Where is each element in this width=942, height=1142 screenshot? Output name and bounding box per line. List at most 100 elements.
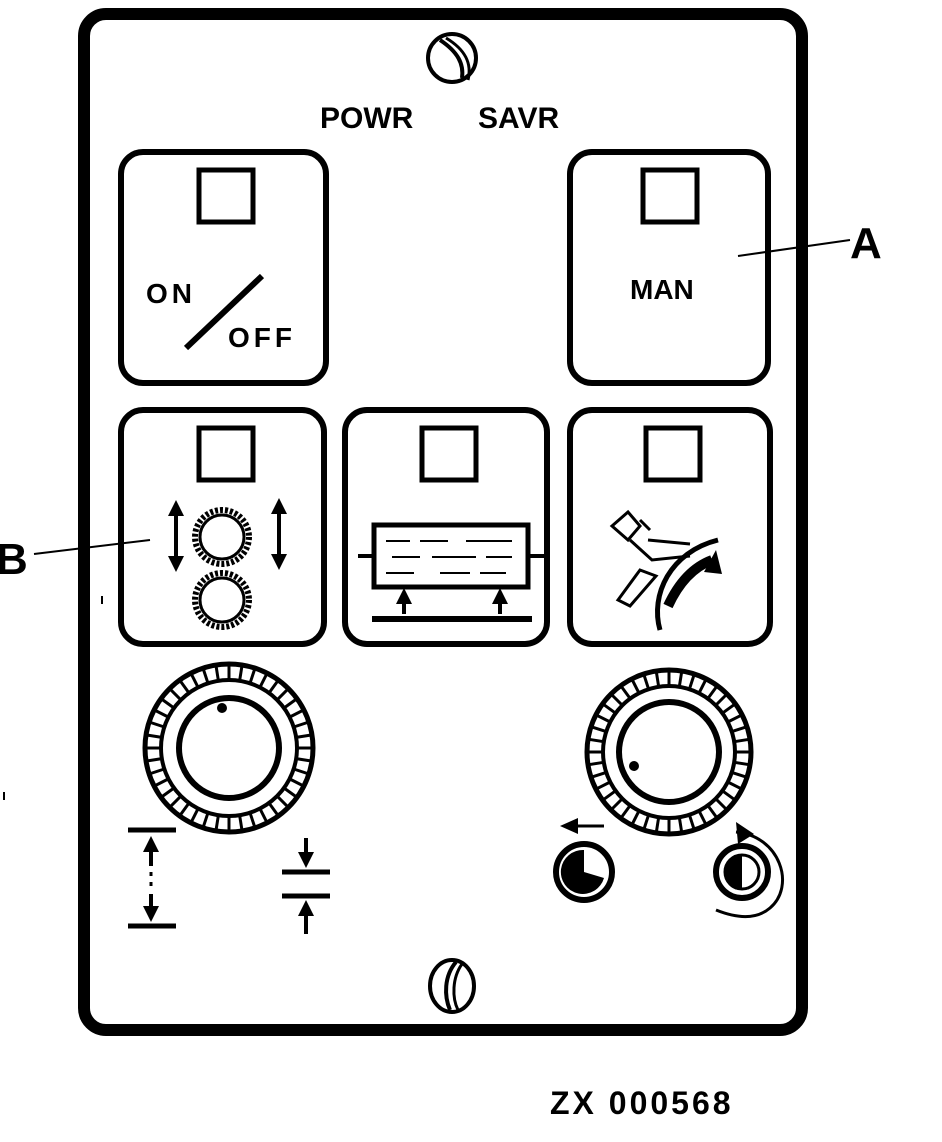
knurl-tick <box>590 725 607 734</box>
knurl-tick <box>731 725 748 734</box>
knurl-tick <box>168 795 182 809</box>
knurl-tick <box>288 777 305 788</box>
knurl-tick <box>276 687 290 701</box>
platen-lift-button[interactable] <box>342 407 550 647</box>
knurl-tick <box>145 733 163 739</box>
knurl-tick <box>721 789 737 802</box>
knurl-tick <box>148 767 165 776</box>
man-button[interactable]: MAN <box>567 149 771 386</box>
knurl-tick <box>697 678 708 694</box>
knurl-tick <box>727 780 743 791</box>
knob-indicator-dot <box>217 703 227 713</box>
knurl-tick <box>295 733 313 739</box>
knurl-tick <box>189 807 200 824</box>
knurl-tick <box>609 692 624 707</box>
figure-reference-number: ZX 000568 <box>550 1085 734 1121</box>
on-off-button[interactable]: ON OFF <box>118 149 329 386</box>
knurl-tick <box>189 672 200 689</box>
panel-frame <box>78 8 808 1036</box>
knurl-tick <box>687 814 696 831</box>
knurl-tick <box>677 670 684 688</box>
knurl-tick <box>731 770 748 779</box>
knurl-tick <box>677 816 684 834</box>
man-label: MAN <box>630 274 694 305</box>
knurl-tick <box>288 708 305 719</box>
knurl-tick <box>153 777 170 788</box>
knurl-tick <box>654 816 661 834</box>
callout-b-leader <box>33 539 151 555</box>
gap-narrow-icon <box>282 838 330 934</box>
on-off-indicator-lamp <box>196 167 256 225</box>
knurl-tick <box>714 797 729 812</box>
callout-a-label: A <box>850 219 882 268</box>
knurl-tick <box>293 767 310 776</box>
knurl-tick <box>587 760 605 767</box>
knurl-tick <box>276 795 290 809</box>
knurl-tick <box>601 789 617 802</box>
knurl-tick <box>283 697 298 710</box>
knurl-tick <box>706 804 719 820</box>
rotate-forward-button[interactable] <box>567 407 773 647</box>
knurl-tick <box>201 812 210 829</box>
knurl-tick <box>295 757 313 763</box>
knurl-tick <box>267 802 280 817</box>
on-label: ON <box>146 278 196 309</box>
gap-widen-icon <box>128 827 176 929</box>
knurl-tick <box>258 672 269 689</box>
knurl-tick <box>214 664 220 682</box>
print-head-rotation-icon <box>609 509 722 631</box>
knurl-tick <box>687 673 696 690</box>
knurl-tick <box>267 679 280 694</box>
knurl-tick <box>238 664 244 682</box>
knurl-tick <box>248 667 257 684</box>
knurl-tick <box>733 737 751 744</box>
knurl-tick <box>178 802 191 817</box>
rotate-indicator-lamp <box>643 425 703 483</box>
up-down-arrow-right-icon <box>271 498 287 570</box>
knurl-tick <box>697 810 708 826</box>
knurl-tick <box>714 692 729 707</box>
knurl-tick <box>587 737 605 744</box>
knurl-tick <box>630 678 641 694</box>
knurl-tick <box>590 770 607 779</box>
rotate-back-push-button[interactable] <box>713 822 785 918</box>
knurl-tick <box>153 708 170 719</box>
knurl-tick <box>160 786 175 799</box>
gap-adjust-knob[interactable] <box>142 661 316 835</box>
knurl-tick <box>201 667 210 684</box>
platen-roller-icon <box>358 522 544 622</box>
callout-b-label: B <box>0 535 28 584</box>
knurl-tick <box>642 673 651 690</box>
knurl-tick <box>293 720 310 729</box>
roll-gap-indicator-lamp <box>196 425 256 483</box>
knurl-tick <box>706 684 719 700</box>
knurl-tick <box>630 810 641 826</box>
knob-indicator-dot <box>629 761 639 771</box>
knurl-tick <box>654 670 661 688</box>
knurl-tick <box>727 713 743 724</box>
knurl-tick <box>619 804 632 820</box>
knurl-tick <box>283 786 298 799</box>
bottom-screw-icon <box>428 958 476 1014</box>
knurl-tick <box>148 720 165 729</box>
knurl-tick <box>721 702 737 715</box>
knurl-tick <box>258 807 269 824</box>
man-indicator-lamp <box>640 167 700 225</box>
knurl-tick <box>642 814 651 831</box>
knurl-tick <box>238 814 244 832</box>
reverse-push-button[interactable] <box>553 818 615 903</box>
panel-title-savr: SAVR <box>478 102 559 135</box>
knurl-tick <box>168 687 182 701</box>
roll-gap-button[interactable] <box>118 407 327 647</box>
rotation-adjust-knob[interactable] <box>584 667 754 837</box>
knurl-tick <box>595 713 611 724</box>
panel-title-powr: POWR <box>320 102 414 135</box>
callout-a-leader <box>737 239 851 257</box>
rollers-icon <box>192 507 252 630</box>
knurl-tick <box>601 702 617 715</box>
knurl-tick <box>145 757 163 763</box>
knurl-tick <box>619 684 632 700</box>
knurl-tick <box>595 780 611 791</box>
knurl-tick <box>248 812 257 829</box>
